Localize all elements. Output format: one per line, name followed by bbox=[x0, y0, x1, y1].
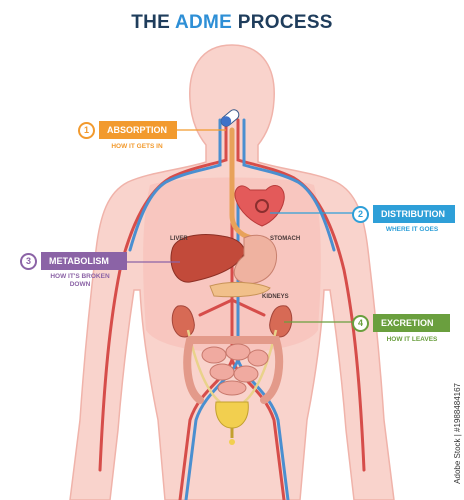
step-number-2: 2 bbox=[352, 205, 369, 223]
distribution-subtitle: WHERE IT GOES bbox=[385, 226, 439, 233]
step-absorption: 1 ABSORPTION bbox=[78, 121, 178, 139]
stomach-label: STOMACH bbox=[270, 236, 301, 242]
page-title: THE ADME PROCESS bbox=[0, 12, 464, 34]
small-intestine bbox=[201, 343, 269, 396]
stomach bbox=[233, 234, 278, 284]
step-excretion: 4 EXCRETION bbox=[352, 314, 450, 332]
excretion-label: EXCRETION bbox=[373, 314, 450, 332]
absorption-subtitle: HOW IT GETS IN bbox=[111, 143, 163, 150]
excretion-subtitle: HOW IT LEAVES bbox=[386, 336, 438, 343]
metabolism-subtitle: HOW IT'S BROKEN DOWN bbox=[50, 273, 110, 289]
right-kidney bbox=[269, 305, 293, 338]
large-intestine bbox=[183, 336, 284, 404]
leader-lines bbox=[117, 129, 356, 323]
urine-drop bbox=[229, 439, 235, 445]
step-number-1: 1 bbox=[78, 121, 95, 139]
kidneys-label: KIDNEYS bbox=[262, 294, 289, 300]
absorption-label: ABSORPTION bbox=[99, 121, 178, 139]
title-accent: ADME bbox=[175, 12, 233, 33]
step-number-3: 3 bbox=[20, 252, 37, 270]
left-kidney bbox=[171, 305, 195, 338]
capsule-icon bbox=[220, 109, 240, 127]
pancreas bbox=[209, 281, 271, 298]
title-suffix: PROCESS bbox=[237, 12, 333, 33]
heart bbox=[234, 185, 285, 227]
step-number-4: 4 bbox=[352, 314, 369, 332]
liver-label: LIVER bbox=[170, 236, 188, 242]
metabolism-label: METABOLISM bbox=[41, 252, 127, 270]
distribution-label: DISTRIBUTION bbox=[373, 205, 455, 223]
step-metabolism: 3 METABOLISM bbox=[20, 252, 127, 270]
title-prefix: THE bbox=[131, 12, 171, 33]
step-distribution: 2 DISTRIBUTION bbox=[352, 205, 455, 223]
stock-credit: Adobe Stock | #1988484167 bbox=[453, 383, 462, 484]
veins bbox=[128, 118, 336, 500]
